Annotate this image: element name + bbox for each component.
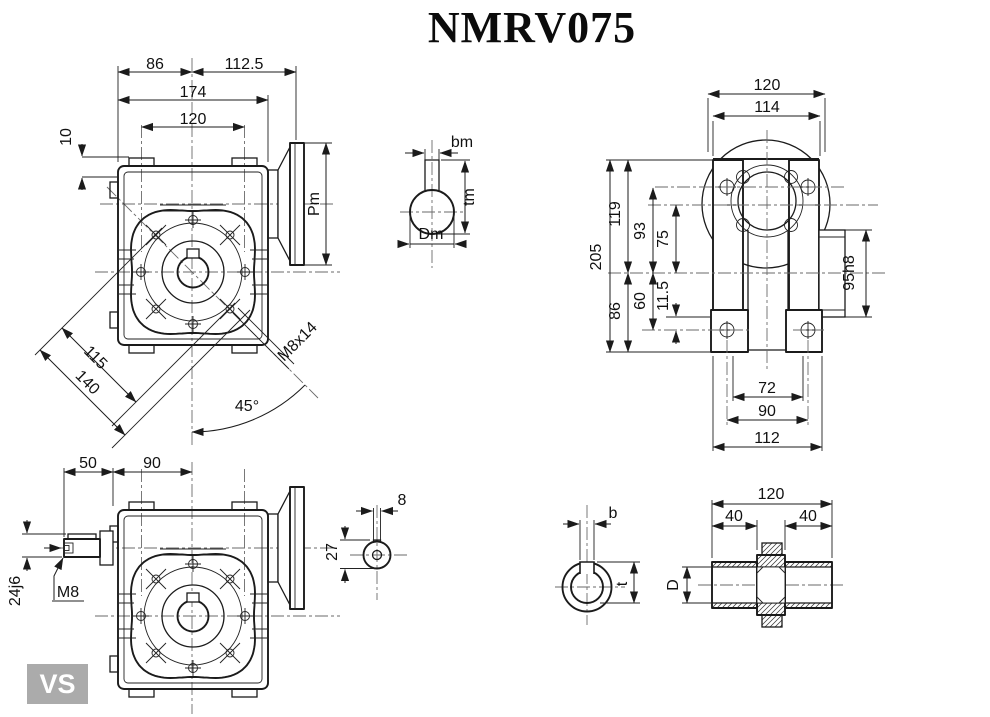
dim-worm-8: 8 (398, 492, 407, 509)
input-flange-holes (736, 170, 798, 232)
dim-side-11-5: 11.5 (655, 281, 672, 311)
dim-side-95h8: 95h8 (841, 255, 858, 291)
motor-bore-detail: bm tm Dm (397, 134, 478, 268)
dim-shaft-d: D (665, 579, 682, 591)
page-title: NMRV075 (428, 3, 636, 52)
variant-badge (27, 664, 88, 704)
dim-side-114: 114 (754, 99, 780, 116)
dim-dm: Dm (419, 226, 444, 243)
input-key (67, 533, 97, 540)
foot-right (785, 309, 823, 353)
dim-vs-m8: M8 (57, 584, 79, 601)
dim-bm: bm (451, 134, 473, 151)
bore-keyway-slot (579, 561, 595, 574)
dim-shaft-120: 120 (758, 486, 785, 503)
side-view: 120 114 205 119 86 93 75 60 11.5 95h8 72… (588, 77, 885, 452)
front-view: 86 112.5 174 120 10 Pm 115 140 45° M8x14 (34, 56, 341, 449)
dim-front-120: 120 (180, 111, 207, 128)
dim-front-m8x14: M8x14 (275, 319, 321, 365)
dim-shaft-40-right: 40 (799, 508, 817, 525)
dim-vs-90: 90 (143, 455, 161, 472)
dim-side-86: 86 (607, 302, 624, 320)
dim-shaft-40-left: 40 (725, 508, 743, 525)
dim-bore-t: t (614, 581, 631, 586)
output-spigot-boss (818, 229, 846, 318)
foot-left (710, 309, 749, 353)
variant-badge-label: VS (39, 669, 75, 699)
dim-side-72: 72 (758, 380, 776, 397)
dim-bore-b: b (609, 505, 618, 522)
dim-side-119: 119 (607, 201, 624, 227)
dim-front-112-5: 112.5 (225, 56, 264, 73)
dim-side-112: 112 (754, 430, 780, 447)
worm-housing-circle (701, 139, 831, 269)
dim-worm-27: 27 (324, 543, 341, 561)
bore-window (756, 566, 786, 604)
dim-side-93: 93 (632, 222, 649, 240)
dim-side-90: 90 (758, 403, 776, 420)
vs-variant-view: 50 90 24j6 M8 VS (7, 455, 341, 714)
dim-front-174: 174 (180, 84, 207, 101)
dim-side-120: 120 (754, 77, 781, 94)
worm-shaft-section: 8 27 (324, 492, 408, 600)
input-shaft (63, 530, 114, 566)
dim-vs-50: 50 (79, 455, 97, 472)
dim-vs-24j6: 24j6 (7, 576, 24, 606)
dim-side-205: 205 (588, 244, 605, 271)
output-bore-section: b t (555, 505, 640, 625)
dim-front-pm: Pm (306, 192, 323, 216)
hollow-shaft-view: 120 40 40 D (665, 486, 846, 628)
dim-side-60: 60 (632, 292, 649, 310)
dim-tm: tm (461, 188, 478, 206)
dim-front-86: 86 (146, 56, 164, 73)
dim-front-10: 10 (58, 128, 75, 146)
dim-front-45deg: 45° (235, 398, 259, 415)
dim-side-75: 75 (655, 230, 672, 248)
